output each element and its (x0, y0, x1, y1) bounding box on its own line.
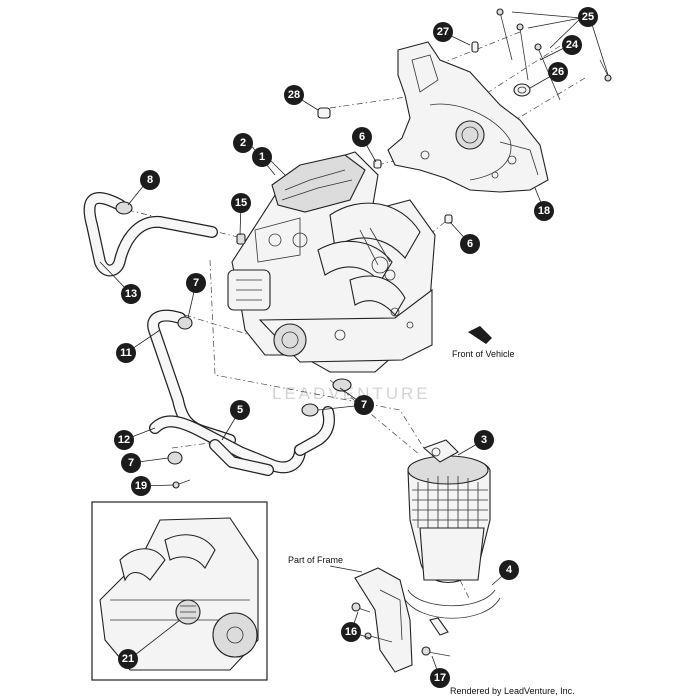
callout-2: 2 (233, 133, 253, 153)
svg-text:16: 16 (345, 626, 357, 638)
svg-text:4: 4 (506, 564, 513, 576)
svg-text:21: 21 (122, 653, 134, 665)
callout-7-middle: 7 (354, 395, 374, 415)
svg-text:7: 7 (361, 399, 367, 411)
svg-text:12: 12 (118, 434, 130, 446)
svg-text:7: 7 (193, 277, 199, 289)
svg-text:5: 5 (237, 404, 243, 416)
svg-text:7: 7 (128, 457, 134, 469)
callout-6-upper: 6 (352, 127, 372, 147)
callout-12: 12 (114, 430, 134, 450)
callout-25: 25 (578, 7, 598, 27)
callout-21: 21 (118, 649, 138, 669)
callout-28: 28 (284, 85, 304, 105)
callout-8: 8 (140, 170, 160, 190)
svg-text:25: 25 (582, 11, 594, 23)
credit-text: Rendered by LeadVenture, Inc. (450, 686, 575, 696)
callout-26: 26 (548, 62, 568, 82)
watermark: LEADVENTURE (272, 384, 431, 403)
callout-4: 4 (499, 560, 519, 580)
front-of-vehicle-label: Front of Vehicle (452, 349, 515, 359)
svg-text:28: 28 (288, 89, 300, 101)
callout-7-upper: 7 (186, 273, 206, 293)
svg-text:8: 8 (147, 174, 153, 186)
svg-text:18: 18 (538, 205, 550, 217)
callout-27: 27 (433, 22, 453, 42)
frame-bracket: Part of Frame (288, 555, 413, 673)
callout-24: 24 (562, 35, 582, 55)
watermark-text: LEADVENTURE (272, 384, 431, 403)
callout-18: 18 (534, 201, 554, 221)
direction-arrow-icon (468, 326, 492, 344)
bolts (496, 8, 612, 101)
part-of-frame-label: Part of Frame (288, 555, 343, 565)
flywheel-housing (387, 41, 549, 193)
inset-view (91, 501, 268, 681)
svg-text:6: 6 (467, 238, 473, 250)
callout-5: 5 (230, 400, 250, 420)
svg-text:1: 1 (259, 151, 265, 163)
svg-text:19: 19 (135, 480, 147, 492)
hose-13 (83, 192, 218, 277)
front-of-vehicle-indicator: Front of Vehicle (452, 326, 515, 359)
callout-6-lower: 6 (460, 234, 480, 254)
callouts: 25 27 24 26 28 6 2 1 8 15 18 6 7 13 11 7… (114, 7, 598, 688)
air-filter-assembly (403, 439, 501, 636)
callout-13: 13 (121, 284, 141, 304)
svg-text:3: 3 (481, 434, 487, 446)
svg-text:24: 24 (566, 39, 579, 51)
callout-1: 1 (252, 147, 272, 167)
svg-text:26: 26 (552, 66, 564, 78)
svg-text:13: 13 (125, 288, 137, 300)
o-ring (513, 83, 531, 97)
callout-16: 16 (341, 622, 361, 642)
svg-text:17: 17 (434, 672, 446, 684)
bolt-19 (172, 479, 191, 489)
svg-text:15: 15 (235, 197, 247, 209)
svg-text:11: 11 (120, 347, 132, 359)
dowel-pins (317, 41, 479, 224)
svg-text:2: 2 (240, 137, 246, 149)
callout-15: 15 (231, 193, 251, 213)
svg-text:6: 6 (359, 131, 365, 143)
engine-assembly (227, 151, 436, 373)
callout-7-lower: 7 (121, 453, 141, 473)
callout-3: 3 (474, 430, 494, 450)
callout-11: 11 (116, 343, 136, 363)
svg-text:27: 27 (437, 26, 449, 38)
hose-12 (149, 406, 335, 476)
callout-19: 19 (131, 476, 151, 496)
callout-17: 17 (430, 668, 450, 688)
